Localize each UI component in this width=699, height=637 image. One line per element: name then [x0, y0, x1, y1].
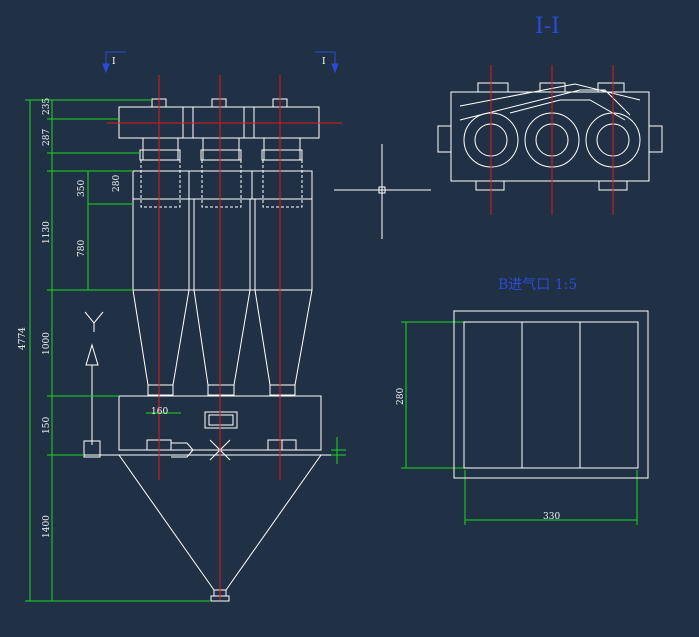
dim-1130: 1130 — [42, 221, 52, 244]
section-title: I-I — [535, 14, 560, 39]
dim-160: 160 — [151, 407, 168, 417]
dim-1400: 1400 — [42, 515, 52, 538]
section-mark-left: I — [112, 57, 116, 67]
section-marker-right — [315, 51, 339, 74]
section-marker-left — [102, 51, 126, 74]
crosshair-cursor — [334, 144, 431, 239]
front-view-hidden-lines — [140, 160, 303, 208]
dim-350: 350 — [77, 180, 87, 197]
dim-150: 150 — [42, 417, 52, 434]
inlet-title: B进气口 1:5 — [498, 277, 577, 293]
front-view-centerlines — [107, 75, 342, 600]
dim-780: 780 — [77, 240, 87, 257]
dim-280-small: 280 — [112, 175, 122, 192]
front-view — [50, 98, 346, 602]
dim-inlet-height: 280 — [396, 388, 406, 405]
dim-235: 235 — [42, 98, 52, 115]
front-view-dimensions — [25, 99, 638, 602]
dim-inlet-width: 330 — [543, 512, 560, 522]
section-view — [437, 82, 663, 191]
dim-1000: 1000 — [42, 332, 52, 355]
section-mark-right: I — [322, 57, 326, 67]
dim-287: 287 — [42, 129, 52, 146]
inlet-view — [453, 310, 649, 479]
section-view-centerlines — [490, 65, 614, 215]
dim-total-height: 4774 — [18, 327, 28, 350]
